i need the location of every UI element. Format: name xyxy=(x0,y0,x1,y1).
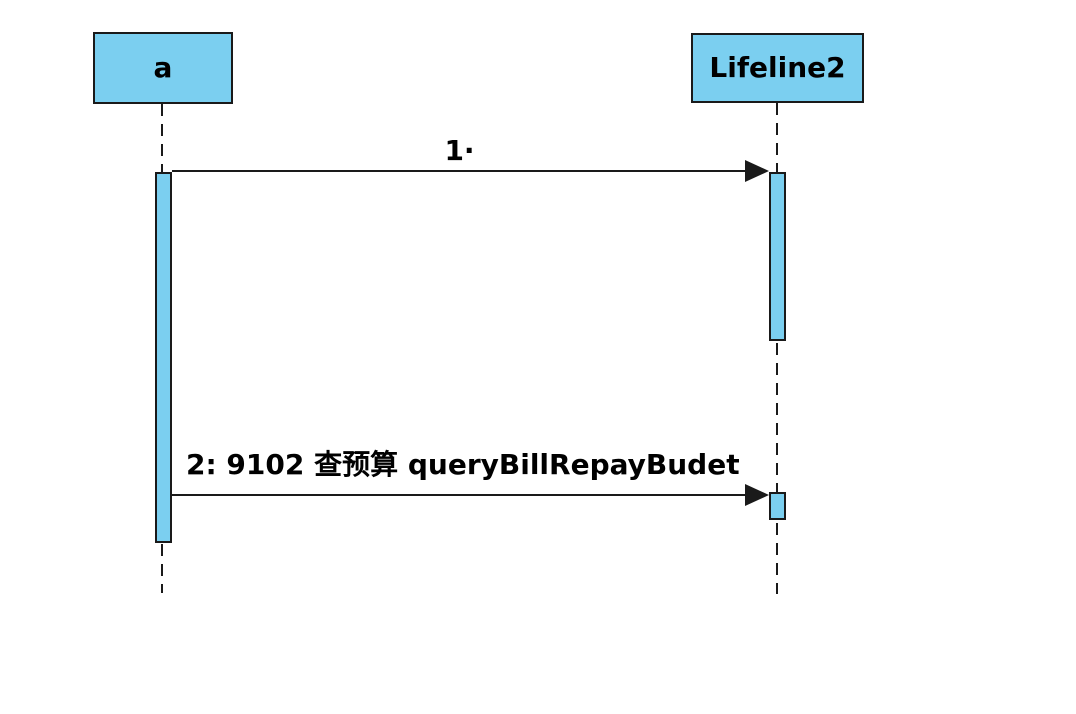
lifeline-head-a[interactable]: a xyxy=(93,32,233,104)
message-2-line xyxy=(172,494,747,496)
lifeline-name-label: a xyxy=(153,51,173,84)
lifeline-line-lifeline2[interactable] xyxy=(776,103,778,594)
lifeline-name-label: Lifeline2 xyxy=(709,51,846,84)
activation-bar-a[interactable] xyxy=(155,172,172,543)
message-1-line xyxy=(172,170,747,172)
message-2-label: 2: 9102 查预算 queryBillRepayBudet xyxy=(186,448,740,481)
activation-bar-lifeline2-2[interactable] xyxy=(769,492,786,520)
message-1-arrowhead-icon xyxy=(745,160,769,182)
message-2-arrowhead-icon xyxy=(745,484,769,506)
message-1-label: 1· xyxy=(444,134,475,167)
lifeline-head-lifeline2[interactable]: Lifeline2 xyxy=(691,33,864,103)
activation-bar-lifeline2-1[interactable] xyxy=(769,172,786,341)
